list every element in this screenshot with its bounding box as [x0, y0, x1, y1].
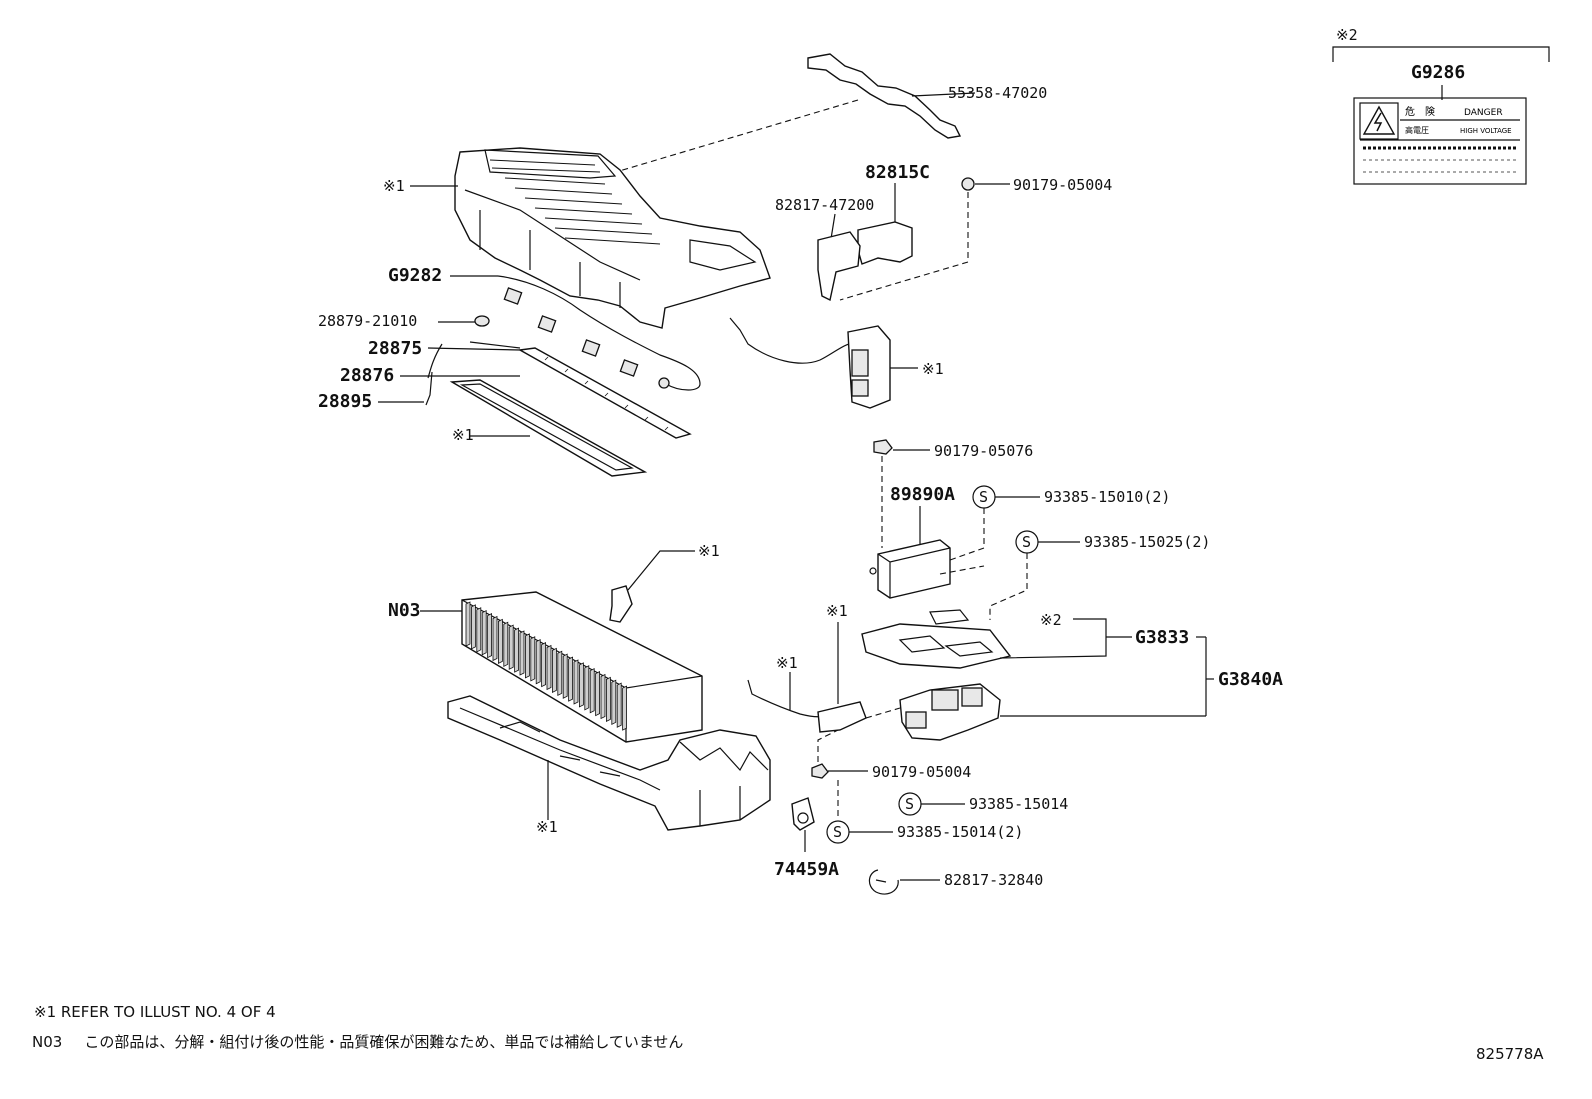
inset-ref-label: ※2 — [1336, 26, 1358, 44]
label-g3840a: G3840A — [1218, 669, 1283, 690]
battery-cell — [573, 659, 579, 705]
warning-sub-jp: 高電圧 — [1405, 125, 1429, 135]
label-93385-15025: 93385-15025(2) — [1084, 533, 1210, 551]
battery-cell — [525, 633, 530, 679]
screw-93385-15025: S 93385-15025(2) — [989, 530, 1210, 620]
screw-93385-15010: S 93385-15010(2) — [949, 485, 1170, 561]
label-g3833: G3833 — [1135, 627, 1189, 648]
battery-cell — [557, 650, 563, 696]
battery-cell-stack — [465, 601, 627, 731]
note-refer-illust: ※1 REFER TO ILLUST NO. 4 OF 4 — [34, 1003, 276, 1021]
battery-cell — [546, 644, 552, 691]
small-parts-left: 28879-21010 28875 28876 28895 ※1 — [318, 312, 692, 477]
battery-cell — [492, 615, 498, 662]
label-90179-05004-bot: 90179-05004 — [872, 763, 971, 781]
battery-cell — [519, 630, 525, 676]
battery-cell — [471, 604, 476, 650]
battery-lower-tray: ※1 — [447, 695, 771, 836]
brackets-82815c-82817: 82815C 82817-47200 90179-05004 — [775, 162, 1112, 302]
note-n03-text: この部品は、分解・組付け後の性能・品質確保が困難なため、単品では補給していません — [84, 1033, 684, 1051]
label-93385-15010: 93385-15010(2) — [1044, 488, 1170, 506]
battery-cell — [616, 682, 622, 728]
label-90179-05004-top: 90179-05004 — [1013, 176, 1112, 194]
battery-cell — [622, 685, 627, 731]
battery-cell — [606, 676, 611, 723]
bracket-ref1-upper: ※1 — [609, 542, 720, 623]
battery-cell — [498, 618, 503, 665]
warning-en-text: DANGER — [1464, 108, 1503, 118]
label-90179-05076: 90179-05076 — [934, 442, 1033, 460]
s-symbol: S — [833, 823, 842, 841]
battery-cell — [503, 621, 509, 667]
battery-cell — [600, 673, 606, 720]
label-ref1-wire-b: ※1 — [698, 542, 720, 560]
label-n03: N03 — [388, 600, 421, 621]
battery-cell — [584, 665, 590, 711]
battery-cell — [481, 610, 487, 656]
battery-cell — [535, 639, 541, 685]
label-93385-15014-2: 93385-15014(2) — [897, 823, 1023, 841]
label-28875: 28875 — [368, 338, 422, 359]
label-28876: 28876 — [340, 365, 394, 386]
battery-cell — [530, 636, 536, 682]
s-symbol: S — [979, 488, 988, 506]
warning-jp-text: 危 険 — [1405, 106, 1435, 118]
label-89890a: 89890A — [890, 484, 955, 505]
battery-module-n03: N03 — [388, 591, 703, 743]
note-n03: N03 この部品は、分解・組付け後の性能・品質確保が困難なため、単品では補給してい… — [32, 1031, 683, 1052]
label-82817-32840: 82817-32840 — [944, 871, 1043, 889]
battery-cell — [595, 670, 600, 717]
label-74459a: 74459A — [774, 859, 839, 880]
label-28895: 28895 — [318, 391, 372, 412]
clip-icon — [961, 177, 975, 191]
battery-cell — [508, 624, 514, 670]
battery-cell — [579, 662, 584, 708]
gasket-55358: 55358-47020 — [615, 53, 1047, 173]
label-g9282: G9282 — [388, 265, 442, 286]
battery-cell — [552, 647, 557, 694]
label-ref1-cover: ※1 — [383, 177, 405, 195]
label-82815c: 82815C — [865, 162, 930, 183]
battery-cell — [476, 607, 482, 653]
battery-cell — [611, 679, 617, 725]
battery-cell — [568, 656, 573, 702]
label-82817-47200: 82817-47200 — [775, 196, 874, 214]
label-ref1-small-bracket: ※1 — [826, 602, 848, 620]
label-ref1-tray: ※1 — [536, 818, 558, 836]
high-voltage-warning-icon — [1362, 105, 1396, 135]
screw-93385-15014: S 93385-15014 — [898, 792, 1068, 816]
note-n03-code: N03 — [32, 1033, 63, 1051]
s-symbol: S — [905, 795, 914, 813]
label-ref1-strip: ※1 — [452, 426, 474, 444]
battery-cell — [541, 641, 546, 688]
label-28879-21010: 28879-21010 — [318, 312, 417, 330]
battery-cell — [465, 601, 471, 647]
label-55358-47020: 55358-47020 — [948, 84, 1047, 102]
label-93385-15014: 93385-15014 — [969, 795, 1068, 813]
label-ref1-bracket-right: ※1 — [922, 360, 944, 378]
figure-id: 825778A — [1476, 1045, 1544, 1063]
battery-cell — [514, 627, 519, 673]
label-ref2: ※2 — [1040, 611, 1062, 629]
battery-upper-cover: ※1 — [383, 147, 771, 329]
junction-block-g3840a: ※2 G3833 G3840A — [861, 609, 1283, 741]
label-ref1-wire-a: ※1 — [776, 654, 798, 672]
battery-cell — [589, 668, 595, 714]
s-symbol: S — [1022, 533, 1031, 551]
inset-part-label: G9286 — [1411, 62, 1465, 83]
inset-g9286: ※2 G9286 危 険 DANGER 高電圧 HIGH VOLTAGE — [1332, 26, 1550, 185]
screw-93385-15014-2: S 93385-15014(2) — [826, 820, 1023, 844]
temp-sensor-harness-g9282: G9282 — [388, 265, 701, 391]
clip-74459a: 74459A — [774, 797, 839, 880]
warning-label-panel — [1353, 97, 1527, 185]
nut-90179-05076: 90179-05076 — [873, 439, 1033, 548]
cable-bracket-right: ※1 — [729, 317, 944, 409]
warning-sub-en: HIGH VOLTAGE — [1460, 127, 1512, 135]
small-bracket-center: ※1 ※1 90179-05004 — [747, 602, 971, 820]
clamp-82817-32840: 82817-32840 — [868, 869, 1043, 895]
relay-89890a: 89890A S 93385-15010(2) S 93385-15025(2) — [869, 484, 1210, 620]
battery-cell — [487, 612, 492, 659]
battery-cell — [562, 653, 568, 699]
